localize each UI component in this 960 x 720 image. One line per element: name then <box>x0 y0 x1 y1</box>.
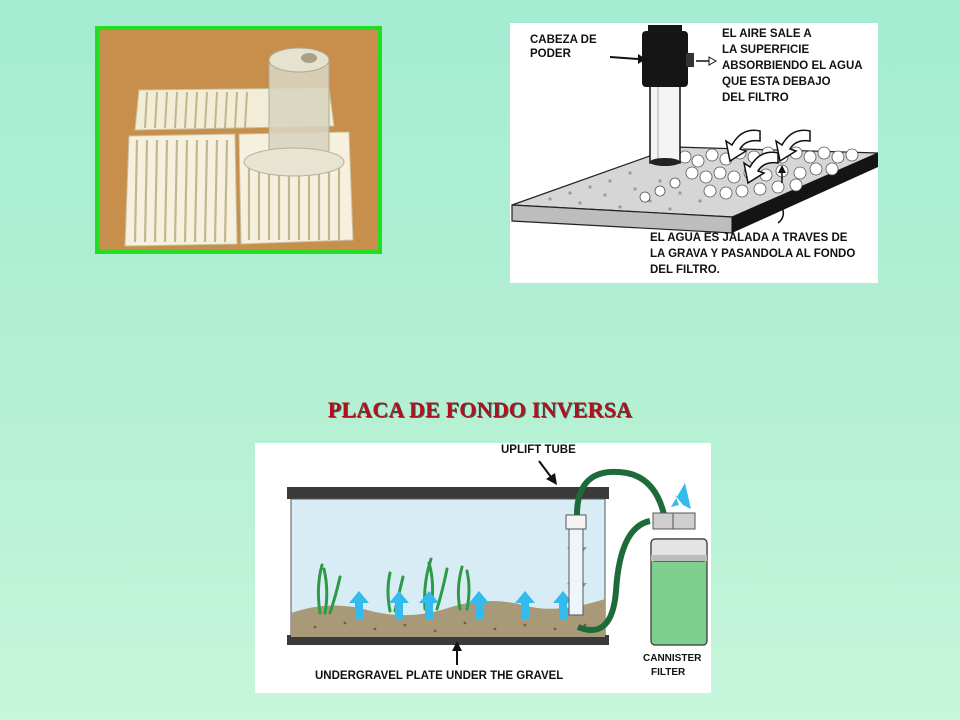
label-uplift-tube: UPLIFT TUBE <box>501 444 576 456</box>
reverse-flow-diagram: UPLIFT TUBE UNDERGRAVEL PLATE UNDER THE … <box>255 443 711 693</box>
label-power-head-line2: PODER <box>530 48 572 60</box>
label-undergravel-plate: UNDERGRAVEL PLATE UNDER THE GRAVEL <box>315 670 563 682</box>
label-canister-line1: CANNISTER <box>643 653 702 664</box>
label-power-head-line1: CABEZA DE <box>530 34 597 46</box>
section-title: PLACA DE FONDO INVERSA <box>327 397 633 422</box>
label-air-line2: LA SUPERFICIE <box>722 44 809 56</box>
label-water-line3: DEL FILTRO. <box>650 264 720 276</box>
label-water-line1: EL AGUA ES JALADA A TRAVES DE <box>650 232 848 244</box>
label-water-line2: LA GRAVA Y PASANDOLA AL FONDO <box>650 248 855 260</box>
power-head-illustration-icon: CABEZA DE PODER EL AIRE SALE A LA SUPERF… <box>511 25 878 276</box>
label-air-line5: DEL FILTRO <box>722 92 789 104</box>
label-air-line1: EL AIRE SALE A <box>722 28 812 40</box>
label-air-line3: ABSORBIENDO EL AGUA <box>722 60 863 72</box>
undergravel-filter-plates-photo-icon <box>99 30 378 250</box>
undergravel-plate-photo <box>95 26 382 254</box>
label-air-line4: QUE ESTA DEBAJO <box>722 76 831 88</box>
label-canister-line2: FILTER <box>651 667 686 678</box>
power-head-diagram: CABEZA DE PODER EL AIRE SALE A LA SUPERF… <box>510 23 878 283</box>
reverse-undergravel-illustration-icon: UPLIFT TUBE UNDERGRAVEL PLATE UNDER THE … <box>287 444 708 682</box>
